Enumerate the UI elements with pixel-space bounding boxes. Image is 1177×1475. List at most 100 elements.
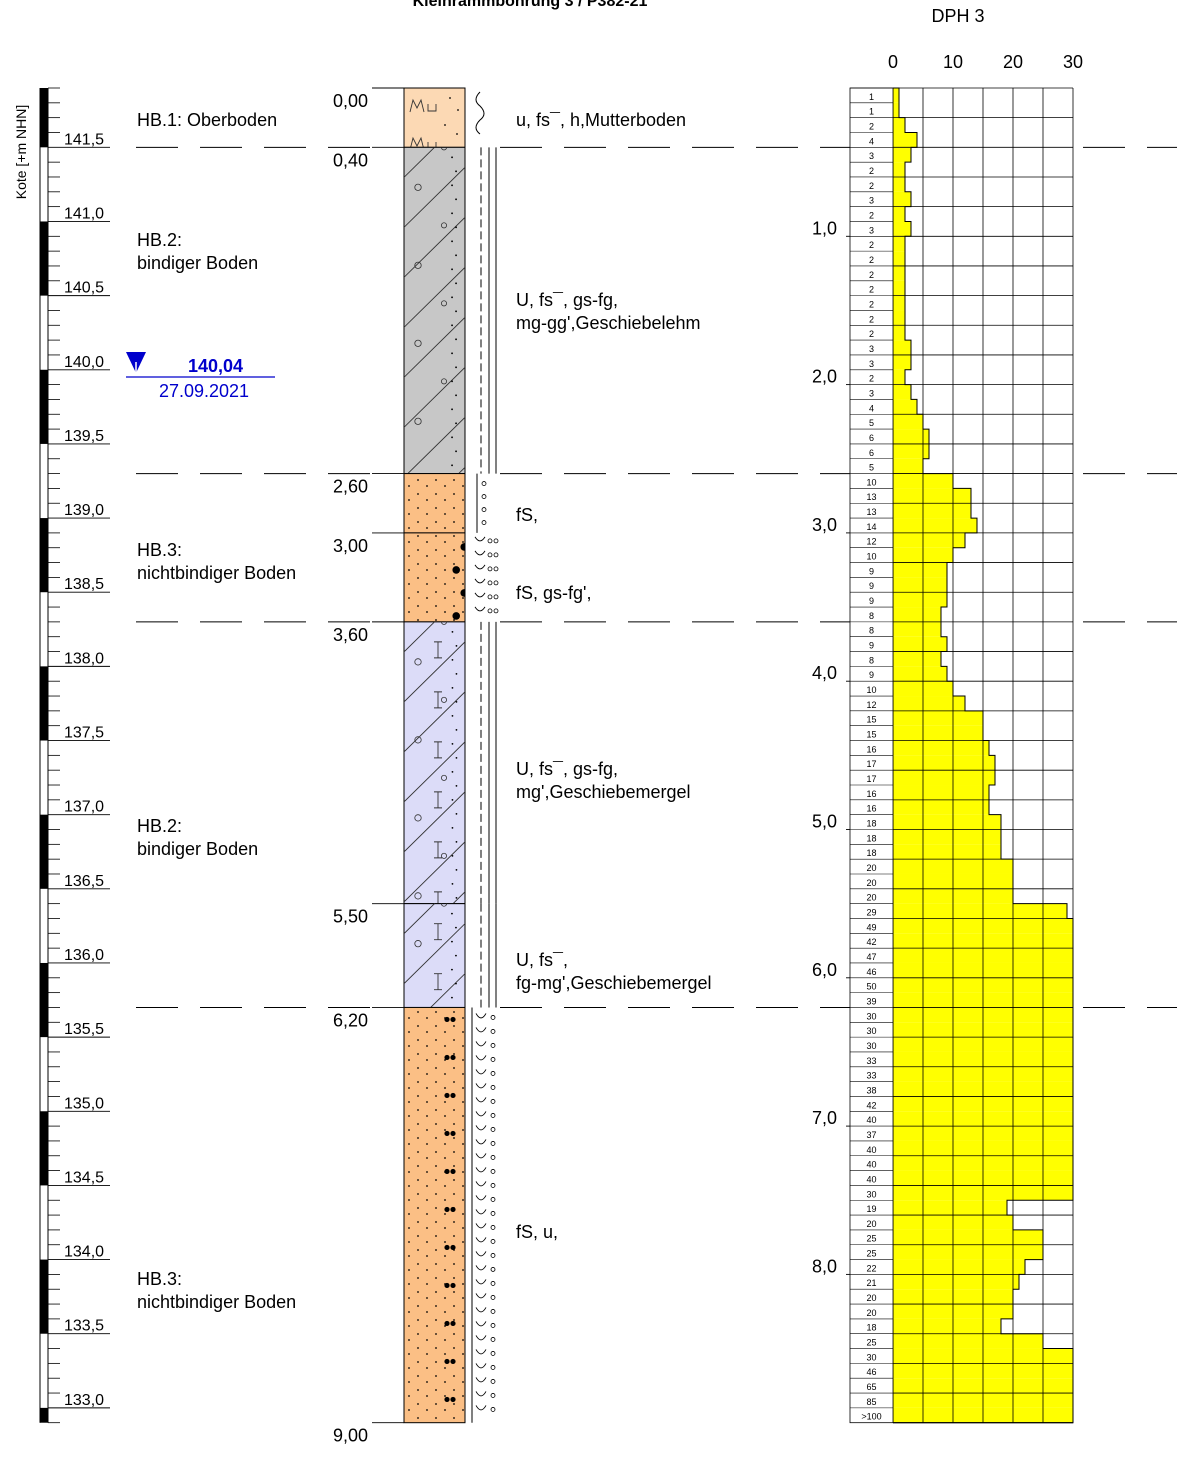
dph-blow-count: 25 (866, 1338, 876, 1348)
depth-label: 9,00 (333, 1426, 368, 1446)
horizon-title: HB.3: (137, 540, 182, 560)
dph-bar (893, 785, 989, 800)
dph-bar (893, 88, 899, 103)
dph-blow-count: 18 (866, 848, 876, 858)
soil-symbol-strip (480, 147, 497, 474)
dph-bar (893, 666, 947, 682)
dph-blow-count: 3 (869, 359, 874, 369)
dph-bar (893, 399, 917, 415)
dph-bar (893, 310, 905, 326)
dph-blow-count: 13 (866, 507, 876, 517)
dph-blow-count: 10 (866, 685, 876, 695)
dph-x-tick-label: 10 (943, 52, 963, 72)
elevation-tick-label: 137,0 (64, 799, 104, 816)
dph-bar (893, 265, 905, 281)
dph-depth-tick-label: 8,0 (812, 1256, 837, 1276)
dph-blow-count: 47 (866, 952, 876, 962)
depth-label: 0,40 (333, 150, 368, 170)
dph-bar (893, 488, 971, 504)
dph-bar (893, 369, 905, 385)
elevation-axis-label: Kote [+m NHN] (13, 105, 29, 200)
dph-bar (893, 1318, 1001, 1334)
dph-bar (893, 206, 905, 222)
dph-blow-count: 2 (869, 314, 874, 324)
dph-bar (893, 740, 989, 756)
dph-blow-count: 4 (869, 403, 874, 413)
dph-bar (893, 755, 995, 771)
dph-blow-count: 20 (866, 1293, 876, 1303)
dph-blow-count: 1 (869, 107, 874, 117)
dph-blow-count: 10 (866, 477, 876, 487)
dph-blow-count: 2 (869, 181, 874, 191)
depth-label: 3,60 (333, 625, 368, 645)
dph-bar (893, 429, 929, 444)
dph-blow-count: 2 (869, 121, 874, 131)
dph-blow-count: 15 (866, 715, 876, 725)
dph-blow-count: 65 (866, 1382, 876, 1392)
dph-blow-count: 2 (869, 374, 874, 384)
dph-bar (893, 102, 899, 118)
dph-blow-count: 42 (866, 1100, 876, 1110)
elevation-tick-label: 136,5 (64, 873, 104, 890)
elevation-tick-label: 138,0 (64, 650, 104, 667)
groundwater-marker: 140,04 27.09.2021 (126, 352, 275, 401)
dph-blow-count: 16 (866, 789, 876, 799)
elevation-tick-label: 138,5 (64, 576, 104, 593)
dph-depth-tick-label: 7,0 (812, 1108, 837, 1128)
dph-bar (893, 414, 923, 430)
dph-bar (893, 147, 911, 163)
dph-depth-ticks: 1,02,03,04,05,06,07,08,0 (812, 218, 850, 1276)
dph-blow-count: 18 (866, 819, 876, 829)
dph-bar (893, 651, 941, 667)
dph-bar (893, 725, 983, 741)
dph-blow-count: 19 (866, 1204, 876, 1214)
dph-blow-count: 2 (869, 299, 874, 309)
dph-depth-tick-label: 1,0 (812, 218, 837, 238)
dph-blow-count: 2 (869, 270, 874, 280)
dph-bar (893, 295, 905, 311)
horizon-subtitle: bindiger Boden (137, 839, 258, 859)
dph-blow-count: 14 (866, 522, 876, 532)
layer-description: fS, (516, 505, 538, 525)
soil-layer (403, 473, 466, 534)
dph-bar (893, 280, 905, 296)
dph-blow-count: 50 (866, 982, 876, 992)
dph-bar (893, 532, 965, 548)
depth-label: 2,60 (333, 477, 368, 497)
soil-symbol-column (471, 91, 499, 1423)
dph-blow-count: 3 (869, 151, 874, 161)
dph-bar (893, 562, 947, 578)
dph-blow-count: 30 (866, 1026, 876, 1036)
dph-x-tick-label: 0 (888, 52, 898, 72)
dph-depth-tick-label: 6,0 (812, 960, 837, 980)
dph-bar (893, 176, 905, 192)
horizon-title: HB.1: Oberboden (137, 110, 277, 130)
elevation-tick-label: 134,5 (64, 1169, 104, 1186)
dph-blow-count: 16 (866, 744, 876, 754)
soil-layer (403, 1006, 466, 1424)
dph-depth-tick-label: 3,0 (812, 515, 837, 535)
dph-blow-count: 3 (869, 196, 874, 206)
dph-blow-count: 30 (866, 1352, 876, 1362)
layer-description: U, fs¯, (516, 950, 568, 970)
dph-bar (893, 903, 1067, 919)
dph-blow-count: 49 (866, 922, 876, 932)
dph-blow-count: 9 (869, 641, 874, 651)
dph-x-tick-label: 30 (1063, 52, 1083, 72)
horizon-subtitle: bindiger Boden (137, 253, 258, 273)
dph-bar (893, 621, 941, 637)
dph-blow-count: 42 (866, 937, 876, 947)
dph-blow-count-column: 1124322323222222233234566510131314121099… (849, 87, 894, 1424)
dph-blow-count: 25 (866, 1234, 876, 1244)
elevation-axis: 141,5141,0140,5140,0139,5139,0138,5138,0… (39, 87, 110, 1424)
dph-bar (893, 696, 965, 711)
dph-bar (893, 458, 923, 474)
dph-bar (893, 1333, 1043, 1349)
dph-blow-count: 30 (866, 1189, 876, 1199)
dph-blow-count: 1 (869, 92, 874, 102)
dph-bar (893, 710, 983, 726)
dph-blow-count: 5 (869, 418, 874, 428)
